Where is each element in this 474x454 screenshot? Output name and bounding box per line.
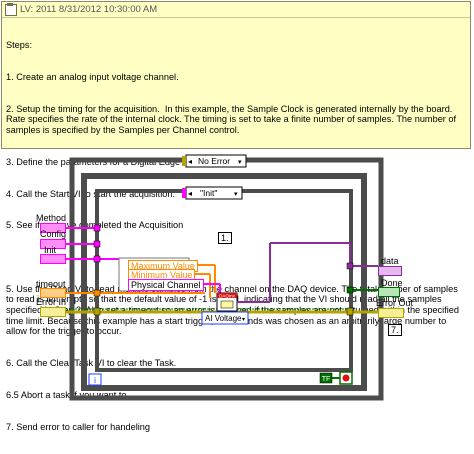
tunnel-error-out [346, 307, 354, 316]
output-label-done: Done [381, 278, 403, 288]
daqmx-icon-art [220, 300, 234, 309]
tunnel-init [93, 255, 101, 263]
case-selector-dropdown-icon: ▾ [238, 159, 242, 166]
bundle-item-phys: Physical Channel [128, 279, 204, 291]
while-loop-frame[interactable] [81, 173, 367, 391]
step-label-7: 7. [388, 324, 402, 336]
diagram-svg: DAQmx TF i ◂ No Error ▾ [66, 154, 384, 401]
comment-note: LV: 2011 8/31/2012 10:30:00 AM Steps: 1.… [1, 1, 471, 432]
input-label-init: Init [44, 245, 57, 255]
note-header: LV: 2011 8/31/2012 10:30:00 AM [2, 2, 470, 18]
stop-icon [342, 374, 350, 382]
note-header-text: LV: 2011 8/31/2012 10:30:00 AM [20, 4, 158, 15]
input-label-config: Config [40, 229, 67, 239]
selector-error-stripe [182, 156, 186, 166]
case-selector-outer-label: No Error [198, 156, 230, 166]
inner-selector-arrow-left: ◂ [188, 189, 192, 198]
case-selector-arrow-left: ◂ [188, 157, 192, 166]
daqmx-label: DAQmx [219, 294, 236, 299]
note-icon [4, 3, 17, 16]
step-label-1: 1. [218, 232, 232, 244]
iteration-terminal [88, 373, 102, 386]
output-label-data: data [381, 256, 399, 266]
case-selector-inner-label: "Init" [200, 188, 217, 198]
block-diagram: DAQmx TF i ◂ No Error ▾ [0, 150, 474, 409]
note-line: 1. Create an analog input voltage channe… [6, 71, 179, 82]
timeout-control[interactable] [40, 288, 66, 298]
input-label-method: Method [36, 213, 67, 223]
bool-const-label: TF [322, 376, 331, 383]
init-control[interactable] [40, 254, 66, 264]
done-indicator [378, 287, 400, 297]
tunnel-timeout [93, 289, 101, 297]
input-label-timeout: timeout [36, 279, 66, 289]
note-line: 2. Setup the timing for the acquisition.… [6, 103, 459, 135]
tunnel-done [346, 286, 354, 294]
output-label-error-out: Error Out [376, 298, 414, 308]
method-control[interactable] [40, 223, 66, 233]
ai-voltage-label: AI Voltage [205, 314, 242, 323]
ai-voltage-enum[interactable] [201, 311, 249, 325]
tunnel-error-in [93, 307, 101, 316]
iteration-label: i [94, 376, 96, 385]
config-control[interactable] [40, 239, 66, 249]
note-line: 6.5 Abort a task if you want to [6, 389, 127, 400]
inner-selector-stripe [182, 188, 186, 198]
error-in-control[interactable] [40, 307, 66, 317]
note-line: 5. Use the Read VI to read multiple samp… [6, 283, 459, 337]
inner-selector-dropdown-icon: ▾ [234, 191, 238, 198]
note-line: Steps: [6, 40, 33, 51]
daqmx-header [217, 293, 237, 298]
data-indicator [378, 266, 402, 276]
input-label-error-in: Error In [36, 297, 67, 307]
tunnel-data [346, 262, 354, 270]
ai-voltage-dropdown-icon: ▾ [242, 317, 245, 323]
note-line: 7. Send error to caller for handeling [6, 421, 151, 432]
tunnel-config [93, 240, 101, 248]
error-out-indicator [378, 308, 404, 318]
tunnel-method [93, 224, 101, 232]
